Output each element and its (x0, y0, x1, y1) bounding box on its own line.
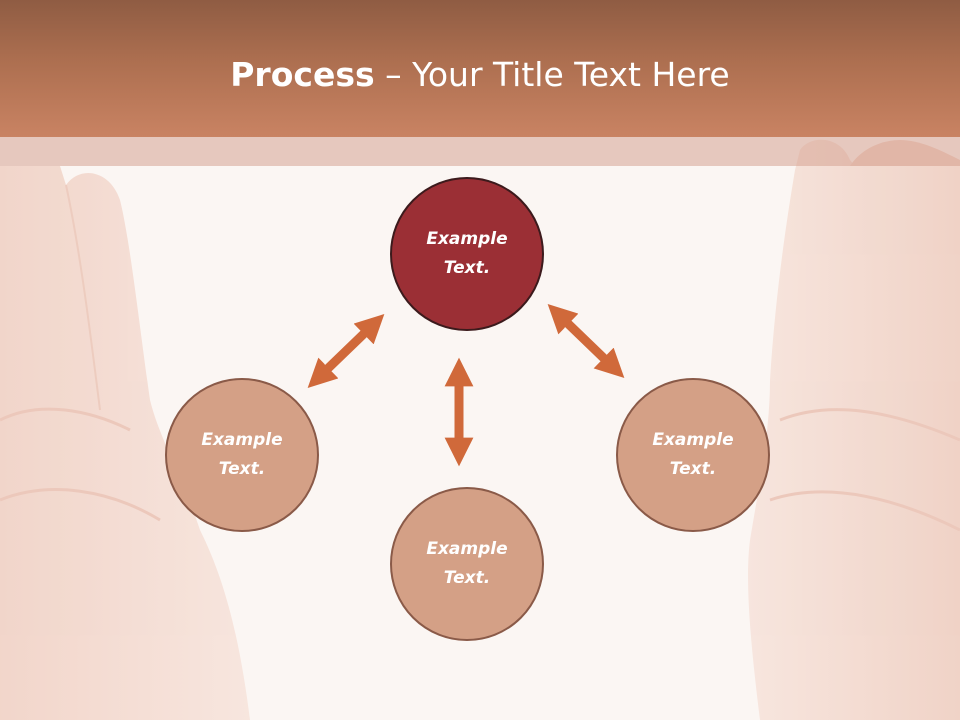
node-left-line2: Text. (218, 459, 266, 479)
slide-title: Process – Your Title Text Here (0, 52, 960, 98)
title-bold: Process (230, 55, 375, 94)
title-underband (0, 137, 960, 166)
arrow-top-right (547, 304, 625, 378)
left-hand-shape (0, 166, 250, 720)
node-top: Example Text. (390, 177, 544, 331)
title-rest: – Your Title Text Here (374, 55, 730, 94)
node-right: Example Text. (616, 378, 770, 532)
node-bottom: Example Text. (390, 487, 544, 641)
node-bottom-line1: Example (426, 539, 508, 559)
node-left-line1: Example (201, 430, 283, 450)
title-bar (0, 0, 960, 137)
node-left: Example Text. (165, 378, 319, 532)
node-right-line1: Example (652, 430, 734, 450)
node-top-line1: Example (426, 229, 508, 249)
node-bottom-line2: Text. (443, 568, 491, 588)
arrow-top-left (307, 314, 385, 388)
node-right-line2: Text. (669, 459, 717, 479)
node-top-line2: Text. (443, 258, 491, 278)
